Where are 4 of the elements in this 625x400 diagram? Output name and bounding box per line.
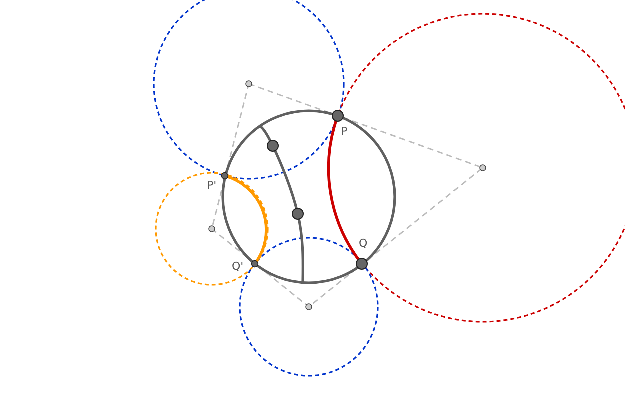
point-label: P — [341, 126, 348, 137]
point-label: Q' — [232, 261, 244, 272]
point-label: Q — [359, 238, 368, 249]
point-label: P' — [207, 180, 217, 191]
